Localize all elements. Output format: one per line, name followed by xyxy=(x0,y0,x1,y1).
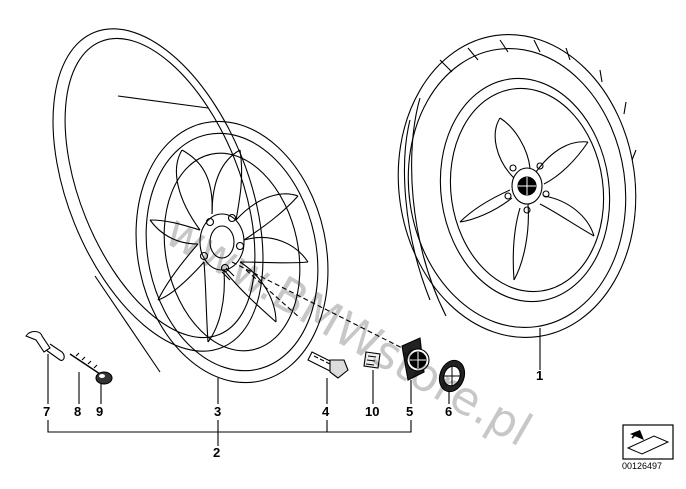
callout-7[interactable]: 7 xyxy=(43,404,51,419)
assembly-dashed-line xyxy=(231,261,411,353)
balance-weight-icon xyxy=(363,351,381,369)
complete-wheel-drawing xyxy=(397,34,637,338)
leader-lines xyxy=(47,328,541,446)
callout-2[interactable]: 2 xyxy=(213,445,221,460)
wheel-center-emblem xyxy=(517,176,537,196)
valve-cap-icon xyxy=(95,371,113,385)
valve-icon xyxy=(25,330,65,361)
wheel-rim-drawing xyxy=(52,28,329,384)
callout-5[interactable]: 5 xyxy=(406,404,414,419)
callout-6[interactable]: 6 xyxy=(445,404,453,419)
callout-10[interactable]: 10 xyxy=(365,404,380,419)
callout-4[interactable]: 4 xyxy=(322,404,330,419)
hub-cap-icon xyxy=(401,337,430,381)
valve-insert-icon xyxy=(69,352,101,375)
navigation-arrow-icon[interactable] xyxy=(622,424,674,460)
bolt-icon xyxy=(307,351,349,379)
callout-9[interactable]: 9 xyxy=(96,404,104,419)
callout-8[interactable]: 8 xyxy=(74,404,82,419)
callout-3[interactable]: 3 xyxy=(214,404,222,419)
emblem-icon xyxy=(438,359,466,393)
callout-1[interactable]: 1 xyxy=(536,368,544,383)
diagram-id: 00126497 xyxy=(622,461,663,471)
